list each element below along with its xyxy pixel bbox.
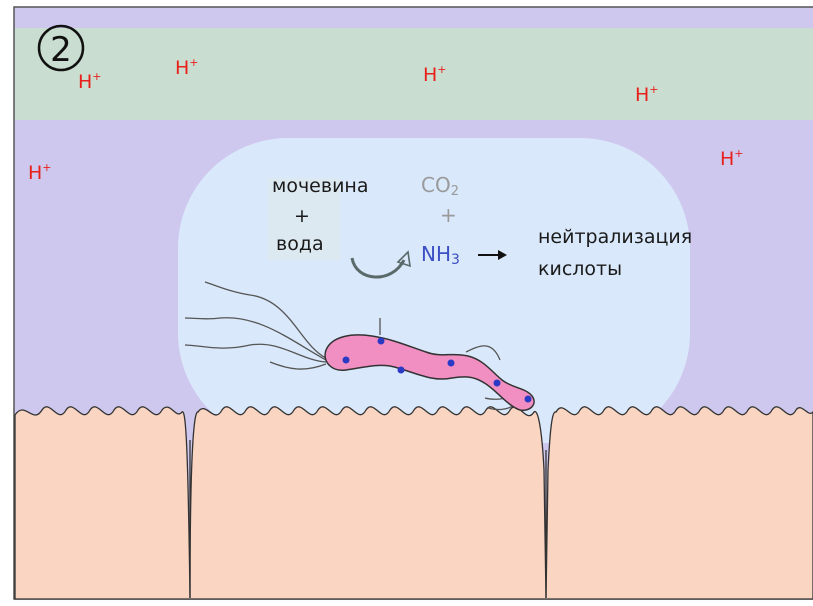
- result-line-2: кислоты: [538, 258, 622, 280]
- result-line-1: нейтрализация: [538, 226, 692, 248]
- epithelium-surface: [15, 407, 813, 599]
- reactant-urea: мочевина: [272, 175, 368, 197]
- acid-lumen-band: [15, 28, 813, 120]
- step-number: 2: [50, 30, 72, 70]
- product-plus: +: [440, 203, 457, 227]
- reactant-plus: +: [294, 205, 310, 227]
- reactant-water: вода: [276, 233, 324, 255]
